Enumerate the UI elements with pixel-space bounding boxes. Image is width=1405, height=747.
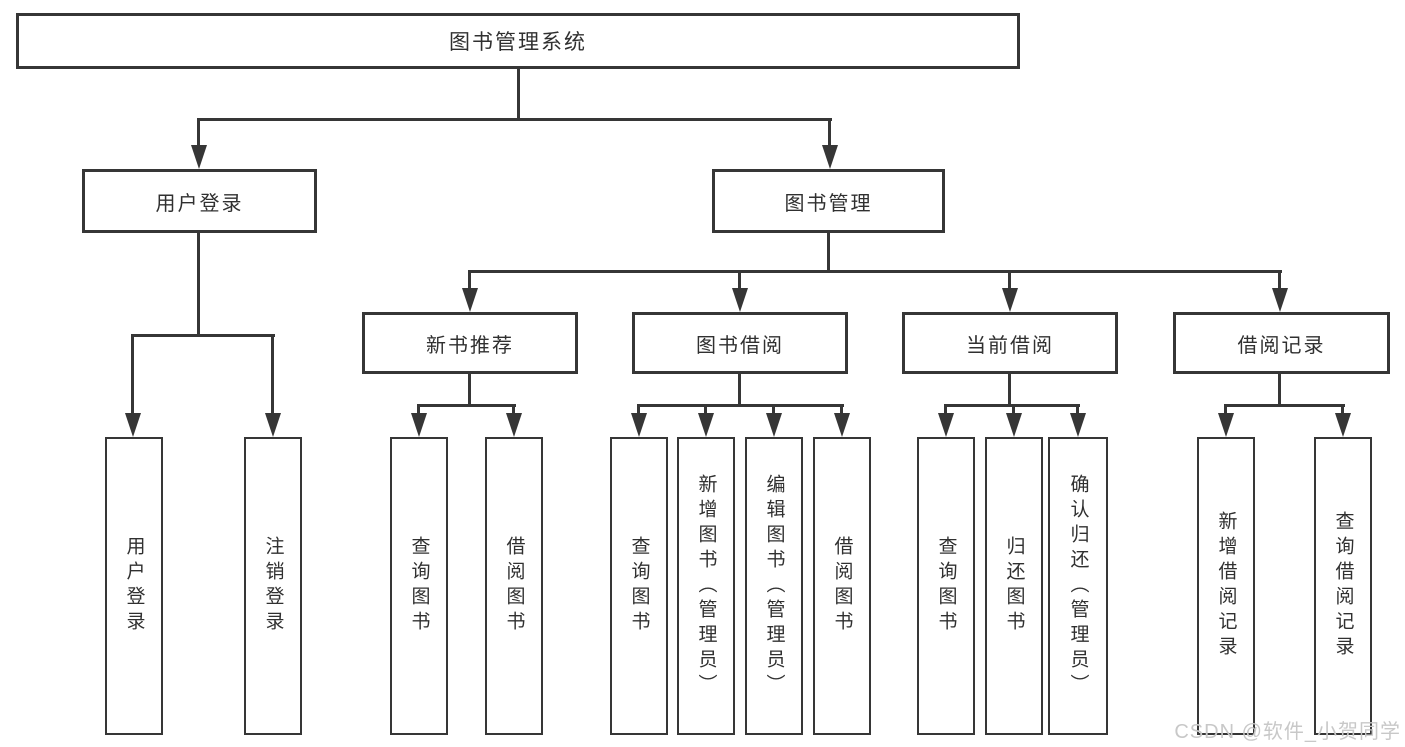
connector-line <box>468 270 1282 273</box>
connector-line <box>1008 270 1011 292</box>
leaf-add-borrow-record: 新增借阅记录 <box>1197 437 1255 735</box>
watermark: CSDN @软件_小贺同学 <box>1174 721 1401 743</box>
leaf-logout: 注销登录 <box>244 437 302 735</box>
arrowhead-icon <box>1218 413 1234 437</box>
node-system-root: 图书管理系统 <box>16 13 1020 69</box>
node-user-login: 用户登录 <box>82 169 317 233</box>
arrowhead-icon <box>698 413 714 437</box>
connector-line <box>468 270 471 292</box>
arrowhead-icon <box>938 413 954 437</box>
connector-line <box>417 404 516 407</box>
node-borrowing-records: 借阅记录 <box>1173 312 1390 374</box>
connector-line <box>840 404 843 417</box>
node-current-borrowing: 当前借阅 <box>902 312 1118 374</box>
connector-line <box>517 69 520 121</box>
arrowhead-icon <box>1070 413 1086 437</box>
connector-line <box>637 404 640 417</box>
connector-line <box>1012 404 1015 417</box>
arrowhead-icon <box>1006 413 1022 437</box>
arrowhead-icon <box>265 413 281 437</box>
connector-line <box>131 334 275 337</box>
connector-line <box>1278 374 1281 407</box>
node-new-book-recommend: 新书推荐 <box>362 312 578 374</box>
connector-line <box>197 233 200 337</box>
connector-line <box>468 374 471 407</box>
connector-line <box>828 118 831 149</box>
arrowhead-icon <box>732 288 748 312</box>
connector-line <box>704 404 707 417</box>
connector-line <box>512 404 515 417</box>
arrowhead-icon <box>1272 288 1288 312</box>
arrowhead-icon <box>462 288 478 312</box>
connector-line <box>738 270 741 292</box>
connector-line <box>637 404 844 407</box>
arrowhead-icon <box>834 413 850 437</box>
connector-line <box>827 233 830 273</box>
connector-line <box>1341 404 1344 417</box>
connector-line <box>772 404 775 417</box>
connector-line <box>1224 404 1227 417</box>
connector-line <box>738 374 741 407</box>
arrowhead-icon <box>822 145 838 169</box>
connector-line <box>1224 404 1345 407</box>
leaf-add-books-admin: 新增图书（管理员） <box>677 437 735 735</box>
connector-line <box>944 404 947 417</box>
connector-line <box>131 334 134 417</box>
leaf-query-books-current: 查询图书 <box>917 437 975 735</box>
leaf-confirm-return-admin: 确认归还（管理员） <box>1048 437 1108 735</box>
connector-line <box>417 404 420 417</box>
connector-line <box>197 118 832 121</box>
leaf-edit-books-admin: 编辑图书（管理员） <box>745 437 803 735</box>
arrowhead-icon <box>766 413 782 437</box>
leaf-query-books-borrowing: 查询图书 <box>610 437 668 735</box>
arrowhead-icon <box>125 413 141 437</box>
leaf-borrow-books-recommend: 借阅图书 <box>485 437 543 735</box>
connector-line <box>197 118 200 149</box>
leaf-borrow-books-borrowing: 借阅图书 <box>813 437 871 735</box>
arrowhead-icon <box>506 413 522 437</box>
node-book-borrowing: 图书借阅 <box>632 312 848 374</box>
connector-line <box>1278 270 1281 292</box>
leaf-query-borrow-record: 查询借阅记录 <box>1314 437 1372 735</box>
connector-line <box>271 334 274 417</box>
node-book-management: 图书管理 <box>712 169 945 233</box>
arrowhead-icon <box>1002 288 1018 312</box>
arrowhead-icon <box>631 413 647 437</box>
connector-line <box>1076 404 1079 417</box>
leaf-user-login: 用户登录 <box>105 437 163 735</box>
leaf-return-books: 归还图书 <box>985 437 1043 735</box>
connector-line <box>1008 374 1011 407</box>
arrowhead-icon <box>1335 413 1351 437</box>
leaf-query-books-recommend: 查询图书 <box>390 437 448 735</box>
arrowhead-icon <box>191 145 207 169</box>
arrowhead-icon <box>411 413 427 437</box>
